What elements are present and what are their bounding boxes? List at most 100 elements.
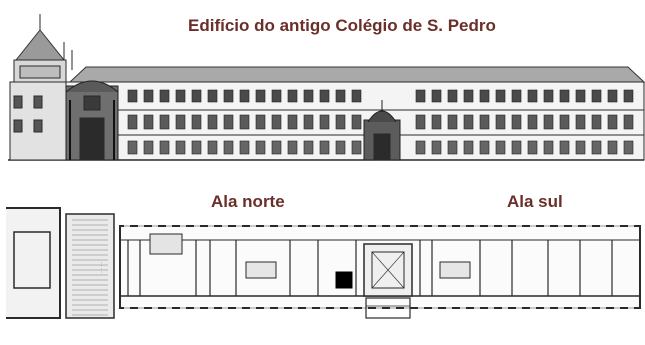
facade-window [143, 89, 154, 103]
facade-window [271, 89, 282, 103]
facade-window [607, 140, 618, 155]
facade-window [543, 140, 554, 155]
facade-window [287, 89, 298, 103]
facade-window [287, 140, 298, 155]
facade-window [479, 89, 490, 103]
facade-window [175, 140, 186, 155]
facade-window [127, 140, 138, 155]
facade-window [127, 114, 138, 130]
facade-window [575, 89, 586, 103]
facade-window [447, 114, 458, 130]
floor-plan: · · · · [6, 207, 641, 319]
facade-window [431, 114, 442, 130]
facade-window [351, 114, 362, 130]
location-marker [335, 271, 353, 289]
facade-window [415, 140, 426, 155]
facade-window [543, 89, 554, 103]
facade-window [495, 114, 506, 130]
facade-window [143, 114, 154, 130]
facade-window [543, 114, 554, 130]
facade-window [415, 89, 426, 103]
facade-window [447, 140, 458, 155]
facade-window [415, 114, 426, 130]
facade-window [607, 89, 618, 103]
facade-window [287, 114, 298, 130]
plan-stair-hatching: · · · · [65, 213, 115, 319]
facade-window [127, 89, 138, 103]
facade-window [159, 89, 170, 103]
facade-window [303, 114, 314, 130]
facade-window [319, 89, 330, 103]
plan-central-block [363, 243, 413, 319]
chapel-portal [363, 100, 401, 161]
facade-window [431, 140, 442, 155]
facade-window [271, 140, 282, 155]
facade-window [207, 89, 218, 103]
facade-window [479, 114, 490, 130]
facade-window [431, 89, 442, 103]
figure-title: Edifício do antigo Colégio de S. Pedro [188, 16, 496, 35]
facade-window [527, 140, 538, 155]
plan-left-building [6, 207, 61, 319]
facade-window [335, 114, 346, 130]
facade-window [607, 114, 618, 130]
facade-window [319, 114, 330, 130]
facade-window [447, 89, 458, 103]
facade-window [591, 140, 602, 155]
facade-window [495, 140, 506, 155]
facade-window [255, 140, 266, 155]
facade-window [463, 140, 474, 155]
facade-window [335, 140, 346, 155]
facade-window [255, 89, 266, 103]
facade-window [223, 140, 234, 155]
facade-window [271, 114, 282, 130]
main-portal [65, 80, 119, 161]
facade-window [527, 89, 538, 103]
facade-window [175, 114, 186, 130]
facade-window [191, 89, 202, 103]
facade-window [239, 114, 250, 130]
facade-window [159, 114, 170, 130]
facade-window [319, 140, 330, 155]
facade-window [175, 89, 186, 103]
facade-elevation [8, 14, 645, 161]
facade-window [591, 89, 602, 103]
facade-window [207, 114, 218, 130]
facade-window [511, 140, 522, 155]
svg-text:· · · ·: · · · · [98, 262, 104, 273]
facade-window [623, 89, 634, 103]
facade-window [143, 140, 154, 155]
facade-window [559, 140, 570, 155]
facade-window [511, 114, 522, 130]
south-wing-label: Ala sul [507, 192, 563, 211]
facade-window [255, 114, 266, 130]
facade-window [575, 114, 586, 130]
plan-partitions [124, 225, 634, 309]
facade-window [527, 114, 538, 130]
facade-window [191, 140, 202, 155]
facade-window [479, 140, 490, 155]
facade-window [463, 89, 474, 103]
facade-window [623, 140, 634, 155]
facade-window [575, 140, 586, 155]
facade-window [351, 89, 362, 103]
facade-window [559, 114, 570, 130]
facade-window [191, 114, 202, 130]
facade-window [223, 89, 234, 103]
facade-window [303, 89, 314, 103]
facade-window [207, 140, 218, 155]
facade-window [159, 140, 170, 155]
facade-windows [127, 89, 634, 155]
facade-window [623, 114, 634, 130]
facade-window [495, 89, 506, 103]
facade-window [559, 89, 570, 103]
facade-window [239, 140, 250, 155]
facade-window [303, 140, 314, 155]
facade-window [591, 114, 602, 130]
facade-window [463, 114, 474, 130]
facade-window [239, 89, 250, 103]
facade-window [335, 89, 346, 103]
facade-window [223, 114, 234, 130]
